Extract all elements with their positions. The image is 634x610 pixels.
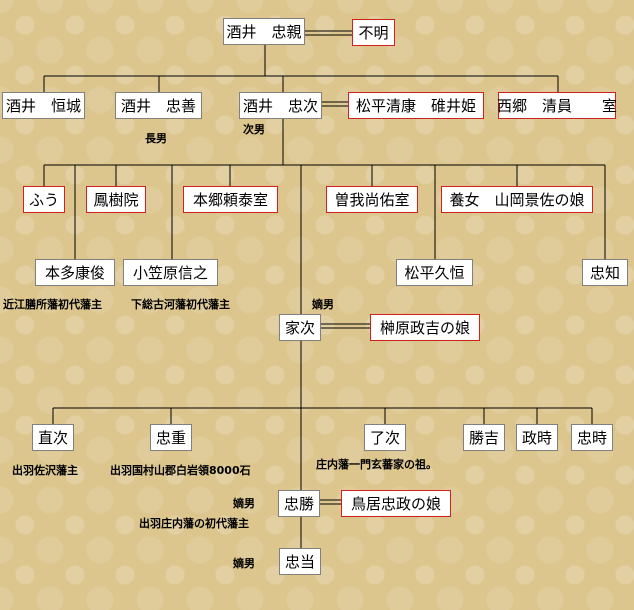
person-tadachika: 酒井 忠親 [223, 18, 305, 45]
spouse-sakakibara: 榊原政吉の娘 [370, 314, 480, 341]
person-tadamasa: 忠当 [279, 548, 321, 575]
note-genban: 庄内藩一門玄蕃家の祖。 [316, 458, 437, 471]
person-saigo: 西郷 清員 室 [497, 92, 617, 119]
person-tadakatsu: 忠勝 [278, 490, 320, 517]
note-jinan: 次男 [243, 123, 265, 136]
person-hisatsune: 松平久恒 [396, 259, 473, 286]
person-yamaoka: 養女 山岡景佐の娘 [441, 186, 593, 213]
note-shiraiwa: 出羽国村山郡白岩領8000石 [110, 464, 251, 477]
person-tsuneki: 酒井 恒城 [2, 92, 85, 119]
note-tadakatsu-role: 嫡男 [233, 497, 255, 510]
person-hojuin: 鳳樹院 [86, 186, 146, 213]
person-hongo: 本郷頼泰室 [183, 186, 278, 213]
note-ietsugu-role: 嫡男 [312, 298, 334, 311]
person-yasutoshi: 本多康俊 [35, 259, 115, 286]
note-zeze: 近江膳所藩初代藩主 [3, 298, 102, 311]
spouse-usuihime: 松平清康 碓井姫 [348, 92, 484, 119]
note-matsuyama: 出羽佐沢藩主 [12, 464, 78, 477]
person-tadatomo: 忠知 [582, 259, 628, 286]
spouse-torii: 鳥居忠政の娘 [341, 490, 451, 517]
note-chonan: 長男 [145, 132, 167, 145]
note-koga: 下総古河藩初代藩主 [131, 298, 230, 311]
person-katsuyoshi: 勝吉 [463, 424, 505, 451]
person-naotsugu: 直次 [32, 424, 74, 451]
person-tadayoshi: 酒井 忠善 [115, 92, 202, 119]
person-tadatsugu: 酒井 忠次 [239, 92, 322, 119]
person-tadashige: 忠重 [150, 424, 192, 451]
person-tadatoki: 忠時 [571, 424, 613, 451]
person-masatoki: 政時 [516, 424, 558, 451]
person-ryoji: 了次 [364, 424, 406, 451]
note-tadamasa-role: 嫡男 [233, 557, 255, 570]
person-fu: ふう [23, 186, 65, 213]
note-shonai: 出羽庄内藩の初代藩主 [139, 517, 249, 530]
person-ietsugu: 家次 [279, 314, 321, 341]
person-sogashitsu: 曽我尚佑室 [326, 186, 418, 213]
person-nobuyuki: 小笠原信之 [123, 259, 218, 286]
spouse-fumei: 不明 [352, 19, 395, 46]
